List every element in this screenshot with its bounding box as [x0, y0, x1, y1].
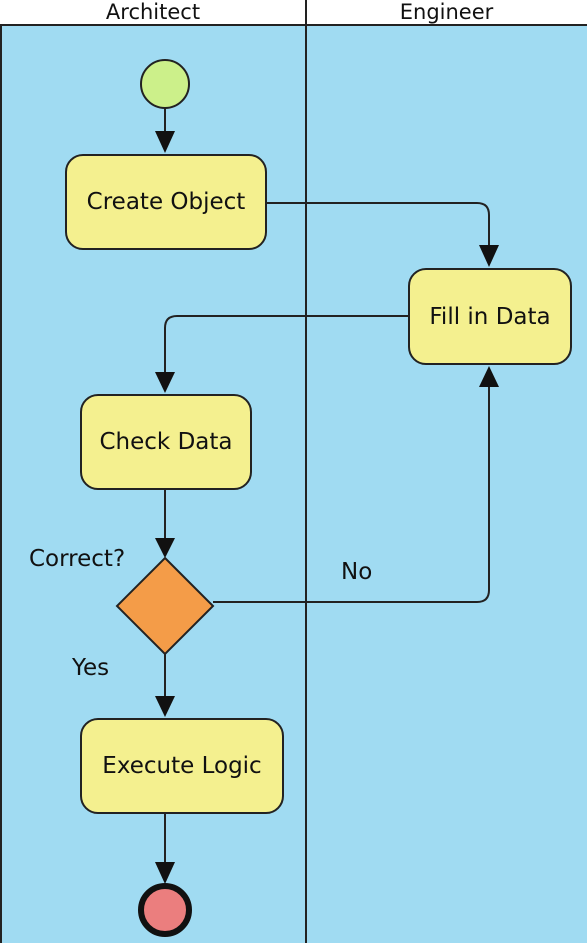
lane-separator	[305, 0, 307, 943]
decision-yes-label: Yes	[72, 655, 110, 681]
arrowhead-execute	[155, 696, 175, 717]
end-node	[138, 883, 192, 937]
lane-engineer-header: Engineer	[306, 0, 587, 26]
arrowhead-fill-top	[479, 245, 499, 267]
action-execute-logic: Execute Logic	[80, 718, 284, 814]
arrowhead-check	[155, 372, 175, 393]
arrowhead-create	[155, 131, 175, 153]
decision-node	[115, 556, 215, 656]
arrowhead-decision	[155, 538, 175, 558]
action-create-object: Create Object	[65, 154, 267, 250]
flow-create-to-fill	[267, 202, 490, 245]
action-fill-in-data: Fill in Data	[408, 268, 572, 365]
decision-question-label: Correct?	[29, 546, 126, 572]
decision-no-label: No	[341, 559, 373, 585]
flow-decision-no	[213, 387, 490, 603]
start-node	[140, 59, 190, 109]
lane-architect-header: Architect	[0, 0, 306, 26]
lane-left-border	[0, 0, 2, 943]
flow-fill-to-check	[164, 315, 408, 372]
arrowhead-end	[155, 862, 175, 884]
arrowhead-fill-bottom	[479, 366, 499, 387]
action-check-data: Check Data	[80, 394, 252, 490]
